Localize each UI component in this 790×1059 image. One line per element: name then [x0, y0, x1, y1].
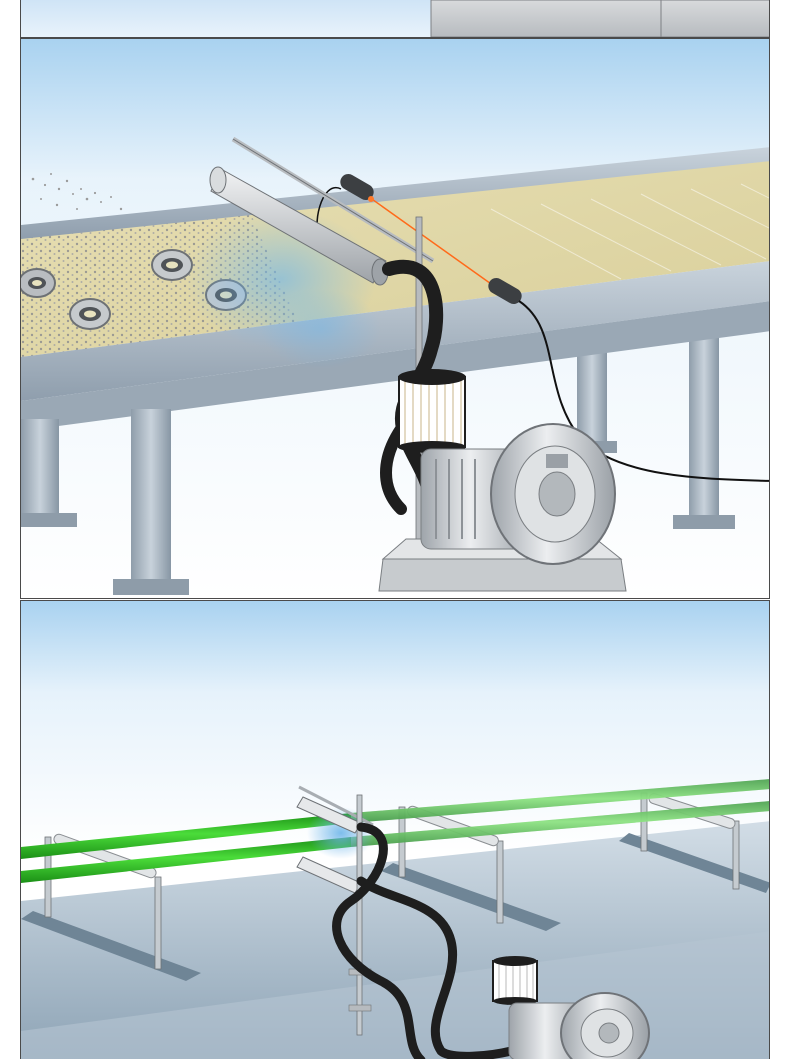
blower-icon: [508, 992, 650, 1059]
table-leg: [689, 329, 719, 519]
top-strip-illustration: [21, 0, 769, 37]
air-knife-icon: [209, 166, 389, 286]
filter-icon: [398, 369, 466, 453]
pipe-drying-panel: [20, 600, 770, 1059]
machine-housing-shape: [430, 0, 769, 37]
conveyor-frame: [21, 261, 769, 401]
blower-icon: [420, 423, 616, 565]
table-leg: [577, 339, 607, 449]
bearing-icon: [69, 298, 111, 330]
hose-icon: [332, 822, 426, 1059]
bearing-icon: [21, 268, 56, 298]
top-strip-panel: [20, 0, 770, 38]
conveyor-drying-panel: [20, 38, 770, 599]
air-knife-icon: [296, 785, 374, 1036]
pipe-drying-illustration: [21, 601, 769, 1059]
conveyor-drying-illustration: [21, 39, 769, 598]
hose-icon: [356, 876, 516, 1059]
sensor-icon: [488, 278, 522, 304]
green-pipe: [21, 779, 769, 883]
bearing-icon: [151, 249, 193, 281]
blower-base: [378, 558, 627, 592]
laser-beam: [368, 196, 502, 292]
sensor-icon: [340, 174, 374, 202]
table-leg: [131, 409, 171, 589]
table-leg: [21, 419, 59, 519]
filter-icon: [492, 956, 538, 1005]
